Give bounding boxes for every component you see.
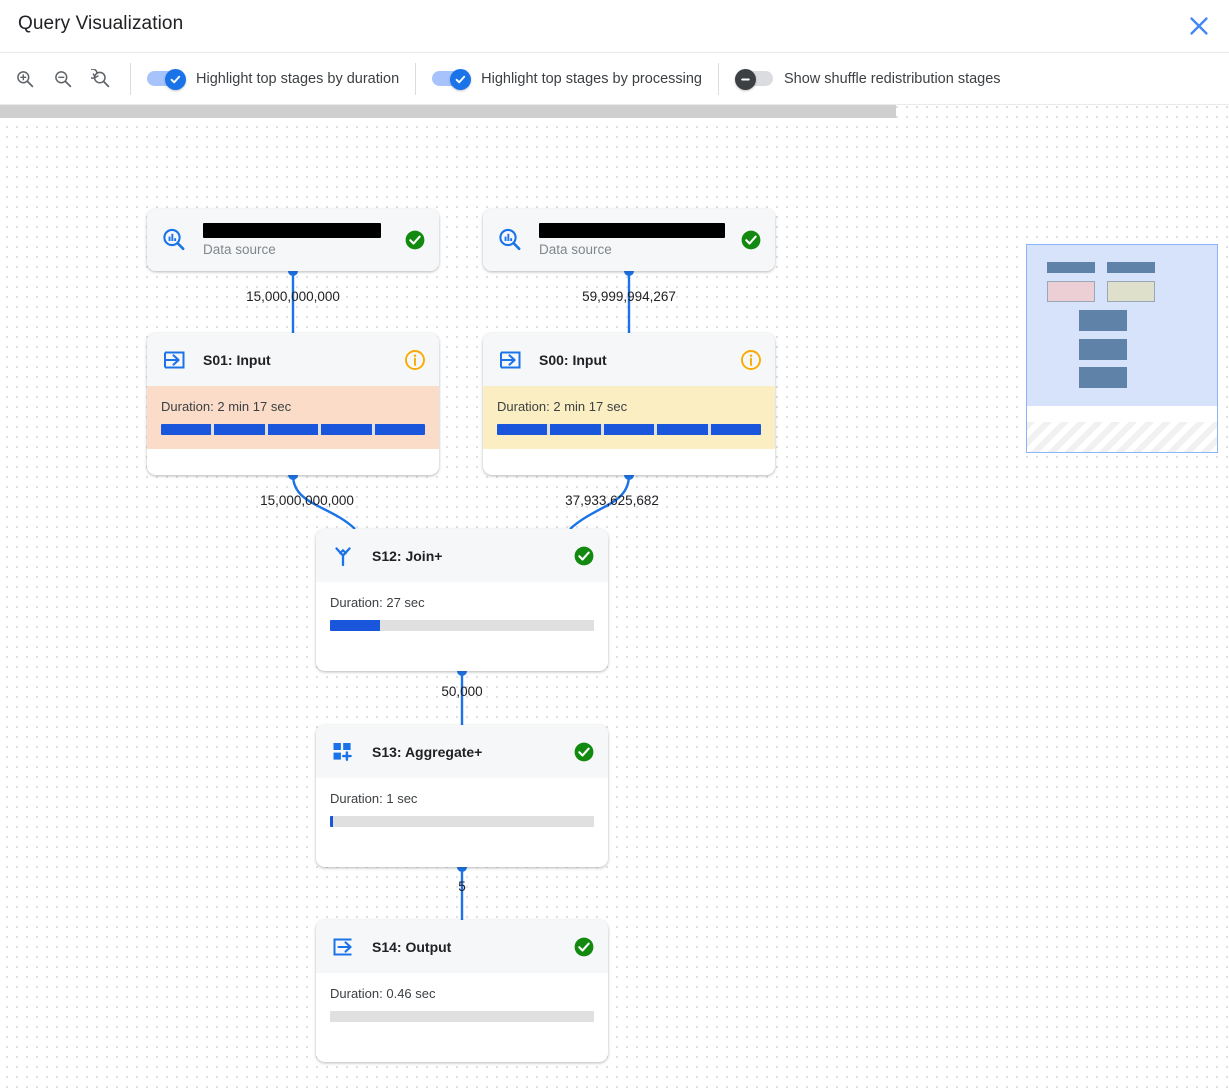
input-arrow-icon xyxy=(497,347,523,373)
node-stage-s00[interactable]: S00: Input Duration: 2 min 17 sec xyxy=(483,333,775,475)
node-body: Duration: 2 min 17 sec xyxy=(483,386,775,449)
minimap-node xyxy=(1107,281,1155,302)
zoom-in-icon[interactable] xyxy=(12,66,38,92)
switch-knob xyxy=(450,68,472,90)
node-title: S13: Aggregate+ xyxy=(372,743,483,760)
data-source-name-block: Data source xyxy=(203,223,381,257)
node-data-source-right[interactable]: Data source xyxy=(483,209,775,271)
check-circle-icon xyxy=(573,741,595,763)
progress-bar xyxy=(330,816,594,827)
toggle-highlight-processing[interactable]: Highlight top stages by processing xyxy=(432,68,702,90)
minimap-node xyxy=(1047,281,1095,302)
zoom-out-icon[interactable] xyxy=(50,66,76,92)
toggle-highlight-duration[interactable]: Highlight top stages by duration xyxy=(147,68,400,90)
node-data-source-left[interactable]: Data source xyxy=(147,209,439,271)
node-stage-s14[interactable]: S14: Output Duration: 0.46 sec xyxy=(316,920,608,1062)
node-header: S00: Input xyxy=(483,333,775,386)
data-source-name-block: Data source xyxy=(539,223,725,257)
progress-bar xyxy=(330,1011,594,1022)
aggregate-icon xyxy=(330,739,356,765)
minimap-node xyxy=(1079,310,1127,331)
edge-label: 5 xyxy=(458,879,466,894)
minimap-node xyxy=(1079,339,1127,360)
node-header: S01: Input xyxy=(147,333,439,386)
toggle-switch-duration[interactable] xyxy=(147,68,186,90)
minimap[interactable] xyxy=(1026,244,1218,453)
zoom-reset-icon[interactable] xyxy=(88,66,114,92)
duration-label: Duration: 0.46 sec xyxy=(330,986,436,1001)
node-body: Duration: 27 sec xyxy=(316,582,608,645)
check-circle-icon xyxy=(404,229,426,251)
redacted-name-bar xyxy=(203,223,381,238)
node-body: Duration: 1 sec xyxy=(316,778,608,841)
toggle-label-duration: Highlight top stages by duration xyxy=(196,70,400,87)
edge-s00-to-s12 xyxy=(569,474,631,530)
edge-label: 37,933,625,682 xyxy=(565,493,659,508)
progress-bar xyxy=(330,620,594,631)
redacted-name-bar xyxy=(539,223,725,238)
switch-knob xyxy=(735,68,756,90)
duration-label: Duration: 2 min 17 sec xyxy=(497,399,628,414)
toggle-show-shuffle[interactable]: Show shuffle redistribution stages xyxy=(735,68,1001,90)
edge-s01-to-s12 xyxy=(291,474,356,530)
input-arrow-icon xyxy=(161,347,187,373)
node-body: Duration: 2 min 17 sec xyxy=(147,386,439,449)
info-icon[interactable] xyxy=(740,349,762,371)
toggle-label-processing: Highlight top stages by processing xyxy=(481,70,702,87)
edge-label: 59,999,994,267 xyxy=(582,289,676,304)
node-title: S14: Output xyxy=(372,938,452,955)
graph-canvas[interactable]: 15,000,000,000 59,999,994,267 15,000,000… xyxy=(0,105,1229,1090)
node-header: S14: Output xyxy=(316,920,608,973)
minimap-node xyxy=(1079,367,1127,388)
toolbar-divider-2 xyxy=(415,62,417,95)
info-icon[interactable] xyxy=(404,349,426,371)
duration-label: Duration: 2 min 17 sec xyxy=(161,399,292,414)
duration-label: Duration: 27 sec xyxy=(330,595,425,610)
duration-label: Duration: 1 sec xyxy=(330,791,418,806)
minimap-node xyxy=(1107,262,1155,273)
toggle-switch-processing[interactable] xyxy=(432,68,472,90)
progress-bar xyxy=(161,424,425,435)
page-title: Query Visualization xyxy=(18,13,184,34)
zoom-controls xyxy=(0,66,114,92)
toolbar-divider-3 xyxy=(718,62,719,95)
toolbar: Highlight top stages by duration Highlig… xyxy=(0,52,1229,105)
progress-bar xyxy=(497,424,761,435)
toolbar-divider xyxy=(130,62,131,95)
horizontal-scrollbar[interactable] xyxy=(0,105,896,118)
toggle-switch-shuffle[interactable] xyxy=(735,68,773,90)
edge-label: 50,000 xyxy=(441,684,483,699)
title-bar: Query Visualization xyxy=(0,0,1229,52)
edge-label: 15,000,000,000 xyxy=(260,493,354,508)
data-source-subtitle: Data source xyxy=(539,242,612,257)
node-title: S01: Input xyxy=(203,351,271,368)
check-circle-icon xyxy=(740,229,762,251)
output-arrow-icon xyxy=(330,934,356,960)
minimap-node xyxy=(1047,262,1095,273)
data-source-subtitle: Data source xyxy=(203,242,276,257)
switch-knob xyxy=(165,68,186,90)
node-body: Duration: 0.46 sec xyxy=(316,973,608,1036)
node-header: S13: Aggregate+ xyxy=(316,725,608,778)
toggle-label-shuffle: Show shuffle redistribution stages xyxy=(784,70,1001,87)
data-source-search-icon xyxy=(497,227,523,253)
node-stage-s01[interactable]: S01: Input Duration: 2 min 17 sec xyxy=(147,333,439,475)
node-header: S12: Join+ xyxy=(316,529,608,582)
node-header: Data source xyxy=(483,209,775,271)
check-circle-icon xyxy=(573,936,595,958)
node-header: Data source xyxy=(147,209,439,271)
node-stage-s13[interactable]: S13: Aggregate+ Duration: 1 sec xyxy=(316,725,608,867)
data-source-search-icon xyxy=(161,227,187,253)
join-icon xyxy=(330,543,356,569)
node-title: S00: Input xyxy=(539,351,607,368)
edge-label: 15,000,000,000 xyxy=(246,289,340,304)
node-stage-s12[interactable]: S12: Join+ Duration: 27 sec xyxy=(316,529,608,671)
close-icon[interactable] xyxy=(1183,10,1215,42)
minimap-striped-region xyxy=(1027,422,1217,452)
node-title: S12: Join+ xyxy=(372,547,443,564)
check-circle-icon xyxy=(573,545,595,567)
